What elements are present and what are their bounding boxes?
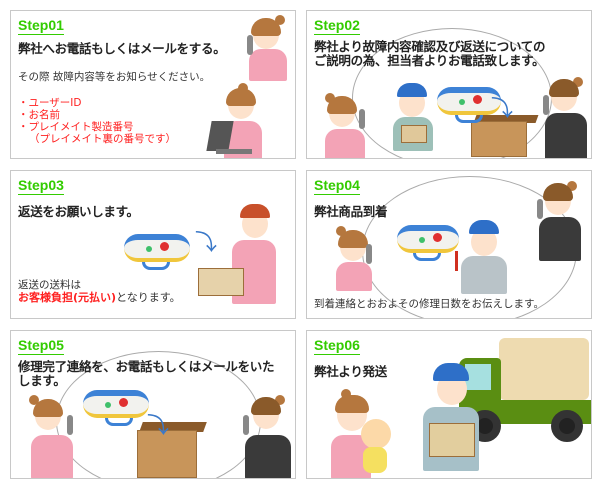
arrow-icon: ⤵	[195, 231, 218, 256]
step-note: 返送の送料は	[18, 279, 81, 291]
device-illustration	[116, 226, 196, 276]
shipping-highlight: お客様負担(元払い)	[18, 291, 117, 304]
step-heading: 返送をお願いします。	[18, 204, 139, 219]
delivery-worker-illustration	[415, 359, 485, 471]
step03-panel: Step03 返送をお願いします。 返送の送料は お客様負担(元払い)となります…	[10, 170, 296, 319]
step-label: Step03	[18, 177, 64, 195]
businesswoman-phone-illustration	[529, 179, 587, 261]
step-heading-line: 修理完了連絡を、お電話もしくはメールをいた	[18, 359, 275, 374]
woman-phone-illustration	[319, 91, 374, 158]
step-heading-line: 弊社より故障内容確認及び返送についての	[314, 39, 546, 54]
repair-worker-illustration	[447, 216, 517, 294]
mother-baby-illustration	[327, 389, 417, 478]
step-heading: 弊社より発送	[314, 364, 387, 379]
step-label: Step01	[18, 17, 64, 35]
shipping-note-end: となります。	[116, 291, 181, 304]
list-item: （プレイメイト裏の番号です）	[29, 133, 176, 145]
step-label: Step05	[18, 337, 64, 355]
step-note: その際 故障内容等をお知らせください。	[18, 71, 211, 83]
device-into-box-illustration: ⤵	[435, 81, 545, 158]
step-heading-line: ご説明の為、担当者よりお電話致します。	[314, 53, 545, 68]
woman-phone-illustration	[332, 226, 382, 291]
list-item: ・ユーザーID	[18, 97, 82, 109]
step-label: Step06	[314, 337, 360, 355]
step-heading: 弊社商品到着	[314, 204, 388, 219]
shipping-note: お客様負担(元払い)となります。	[18, 292, 181, 304]
step-heading: 弊社へお電話もしくはメールをする。	[18, 41, 226, 56]
device-illustration	[393, 219, 473, 269]
truck-illustration	[447, 336, 591, 456]
step-heading-line: します。	[18, 373, 66, 388]
woman-phone-illustration	[25, 393, 80, 478]
step05-panel: Step05 修理完了連絡を、お電話もしくはメールをいた します。 ⤵	[10, 330, 296, 479]
device-into-box-illustration: ⤵	[81, 386, 221, 478]
businesswoman-phone-illustration	[239, 393, 295, 478]
list-item: ・プレイメイト製造番号	[18, 121, 134, 133]
step01-panel: Step01 弊社へお電話もしくはメールをする。 その際 故障内容等をお知らせく…	[10, 10, 296, 159]
woman-laptop-illustration	[206, 83, 276, 158]
step-label: Step02	[314, 17, 360, 35]
step06-panel: Step06 弊社より発送	[306, 330, 592, 479]
step-label: Step04	[314, 177, 360, 195]
delivery-worker-illustration	[387, 81, 437, 151]
woman-packing-illustration	[196, 196, 295, 311]
businesswoman-phone-illustration	[537, 73, 591, 158]
step02-panel: Step02 弊社より故障内容確認及び返送についての ご説明の為、担当者よりお電…	[306, 10, 592, 159]
step04-panel: Step04 弊社商品到着 到着連絡とおおよその修理日数をお伝えします。	[306, 170, 592, 319]
step-note: 到着連絡とおおよその修理日数をお伝えします。	[314, 298, 544, 310]
list-item: ・お名前	[18, 109, 60, 121]
woman-phone-illustration	[243, 15, 293, 85]
